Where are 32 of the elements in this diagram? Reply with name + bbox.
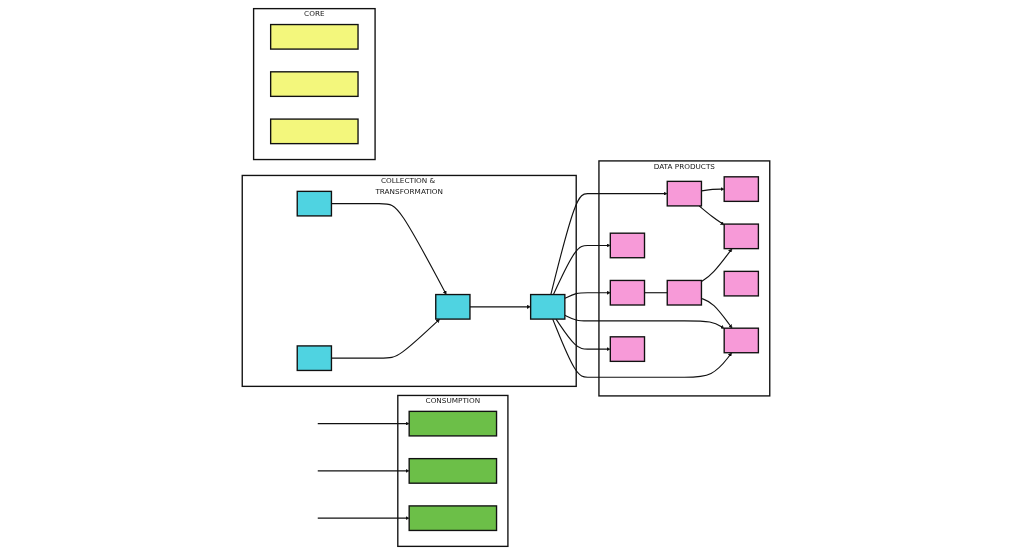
node-box (723, 270, 759, 297)
arrow (700, 186, 724, 191)
arrow (316, 421, 409, 426)
node-box (723, 222, 759, 249)
node-bar (408, 410, 497, 437)
arrow (330, 318, 440, 359)
node-box (609, 335, 645, 362)
node-box (296, 344, 332, 371)
node-bar (269, 70, 359, 97)
arrow (554, 318, 610, 351)
arrow (330, 202, 446, 295)
node-box (296, 190, 332, 217)
arrow (700, 297, 732, 328)
node-box (666, 180, 702, 207)
node-bar (269, 23, 359, 50)
arrow (552, 242, 610, 295)
arrow (316, 468, 409, 473)
node-box (723, 175, 759, 202)
arrow (549, 191, 667, 295)
arrow (698, 204, 724, 225)
node-bar (408, 504, 497, 531)
node-box (723, 327, 759, 353)
node-box (666, 279, 702, 306)
node-bar (269, 117, 359, 144)
arrow (551, 318, 732, 378)
node-box (529, 293, 566, 320)
arrow (316, 515, 409, 520)
node-bar (408, 457, 497, 484)
node-box (609, 232, 645, 258)
node-box (609, 279, 645, 306)
node-box (434, 293, 471, 320)
arrow (700, 247, 732, 282)
